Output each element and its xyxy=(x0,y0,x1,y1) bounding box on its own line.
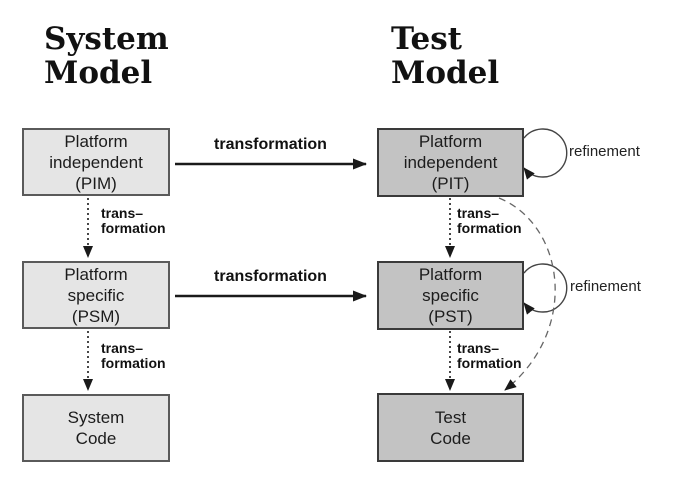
transformation-label-pst-testcode: trans– formation xyxy=(457,341,522,371)
box-label-line: (PSM) xyxy=(71,306,121,326)
refinement-loop-pit xyxy=(523,128,568,180)
box-label-line: (PIM) xyxy=(75,173,117,193)
transformation-label-top: transformation xyxy=(214,136,327,153)
box-label-line: (PST) xyxy=(428,307,473,326)
vlabel-line: formation xyxy=(101,355,166,371)
vlabel-line: trans– xyxy=(457,340,500,356)
heading-line: System xyxy=(44,21,169,57)
system-code-box: System Code xyxy=(22,394,170,462)
box-label-line: System xyxy=(67,408,125,427)
pst-box: Platform specific (PST) xyxy=(377,261,524,330)
box-label-line: Platform xyxy=(64,264,128,284)
heading-line: Model xyxy=(391,55,500,91)
refinement-label-pst: refinement xyxy=(570,278,641,295)
vlabel-line: formation xyxy=(457,355,522,371)
dashed-derivation-arrow-pit-testcode xyxy=(498,197,556,391)
system-model-heading: System Model xyxy=(44,22,169,90)
box-label-line: (PIT) xyxy=(431,174,470,193)
test-model-heading: Test Model xyxy=(391,22,499,90)
transformation-label-pim-psm: trans– formation xyxy=(101,206,166,236)
box-label-line: specific xyxy=(67,285,125,305)
refinement-loop-pst xyxy=(523,263,568,315)
box-label-line: Platform xyxy=(418,132,483,151)
box-label-line: independent xyxy=(49,152,143,172)
box-label-line: Code xyxy=(75,429,117,448)
vlabel-line: formation xyxy=(101,220,166,236)
vlabel-line: trans– xyxy=(457,205,500,221)
box-label-line: Code xyxy=(430,428,471,448)
box-label-line: independent xyxy=(403,153,498,172)
refinement-label-pit: refinement xyxy=(569,143,640,160)
pit-box: Platform independent (PIT) xyxy=(377,128,524,197)
transformation-label-pit-pst: trans– formation xyxy=(457,206,522,236)
pim-box: Platform independent (PIM) xyxy=(22,128,170,196)
vlabel-line: trans– xyxy=(101,340,144,356)
test-code-box: Test Code xyxy=(377,393,524,462)
transformation-label-psm-syscode: trans– formation xyxy=(101,341,166,371)
vlabel-line: formation xyxy=(457,220,522,236)
heading-line: Model xyxy=(44,55,153,91)
box-label-line: Test xyxy=(434,407,467,427)
vlabel-line: trans– xyxy=(101,205,144,221)
box-label-line: specific xyxy=(422,286,479,305)
transformation-label-mid: transformation xyxy=(214,268,327,285)
psm-box: Platform specific (PSM) xyxy=(22,261,170,329)
heading-line: Test xyxy=(391,21,463,57)
box-label-line: Platform xyxy=(64,131,128,151)
box-label-line: Platform xyxy=(418,265,483,284)
